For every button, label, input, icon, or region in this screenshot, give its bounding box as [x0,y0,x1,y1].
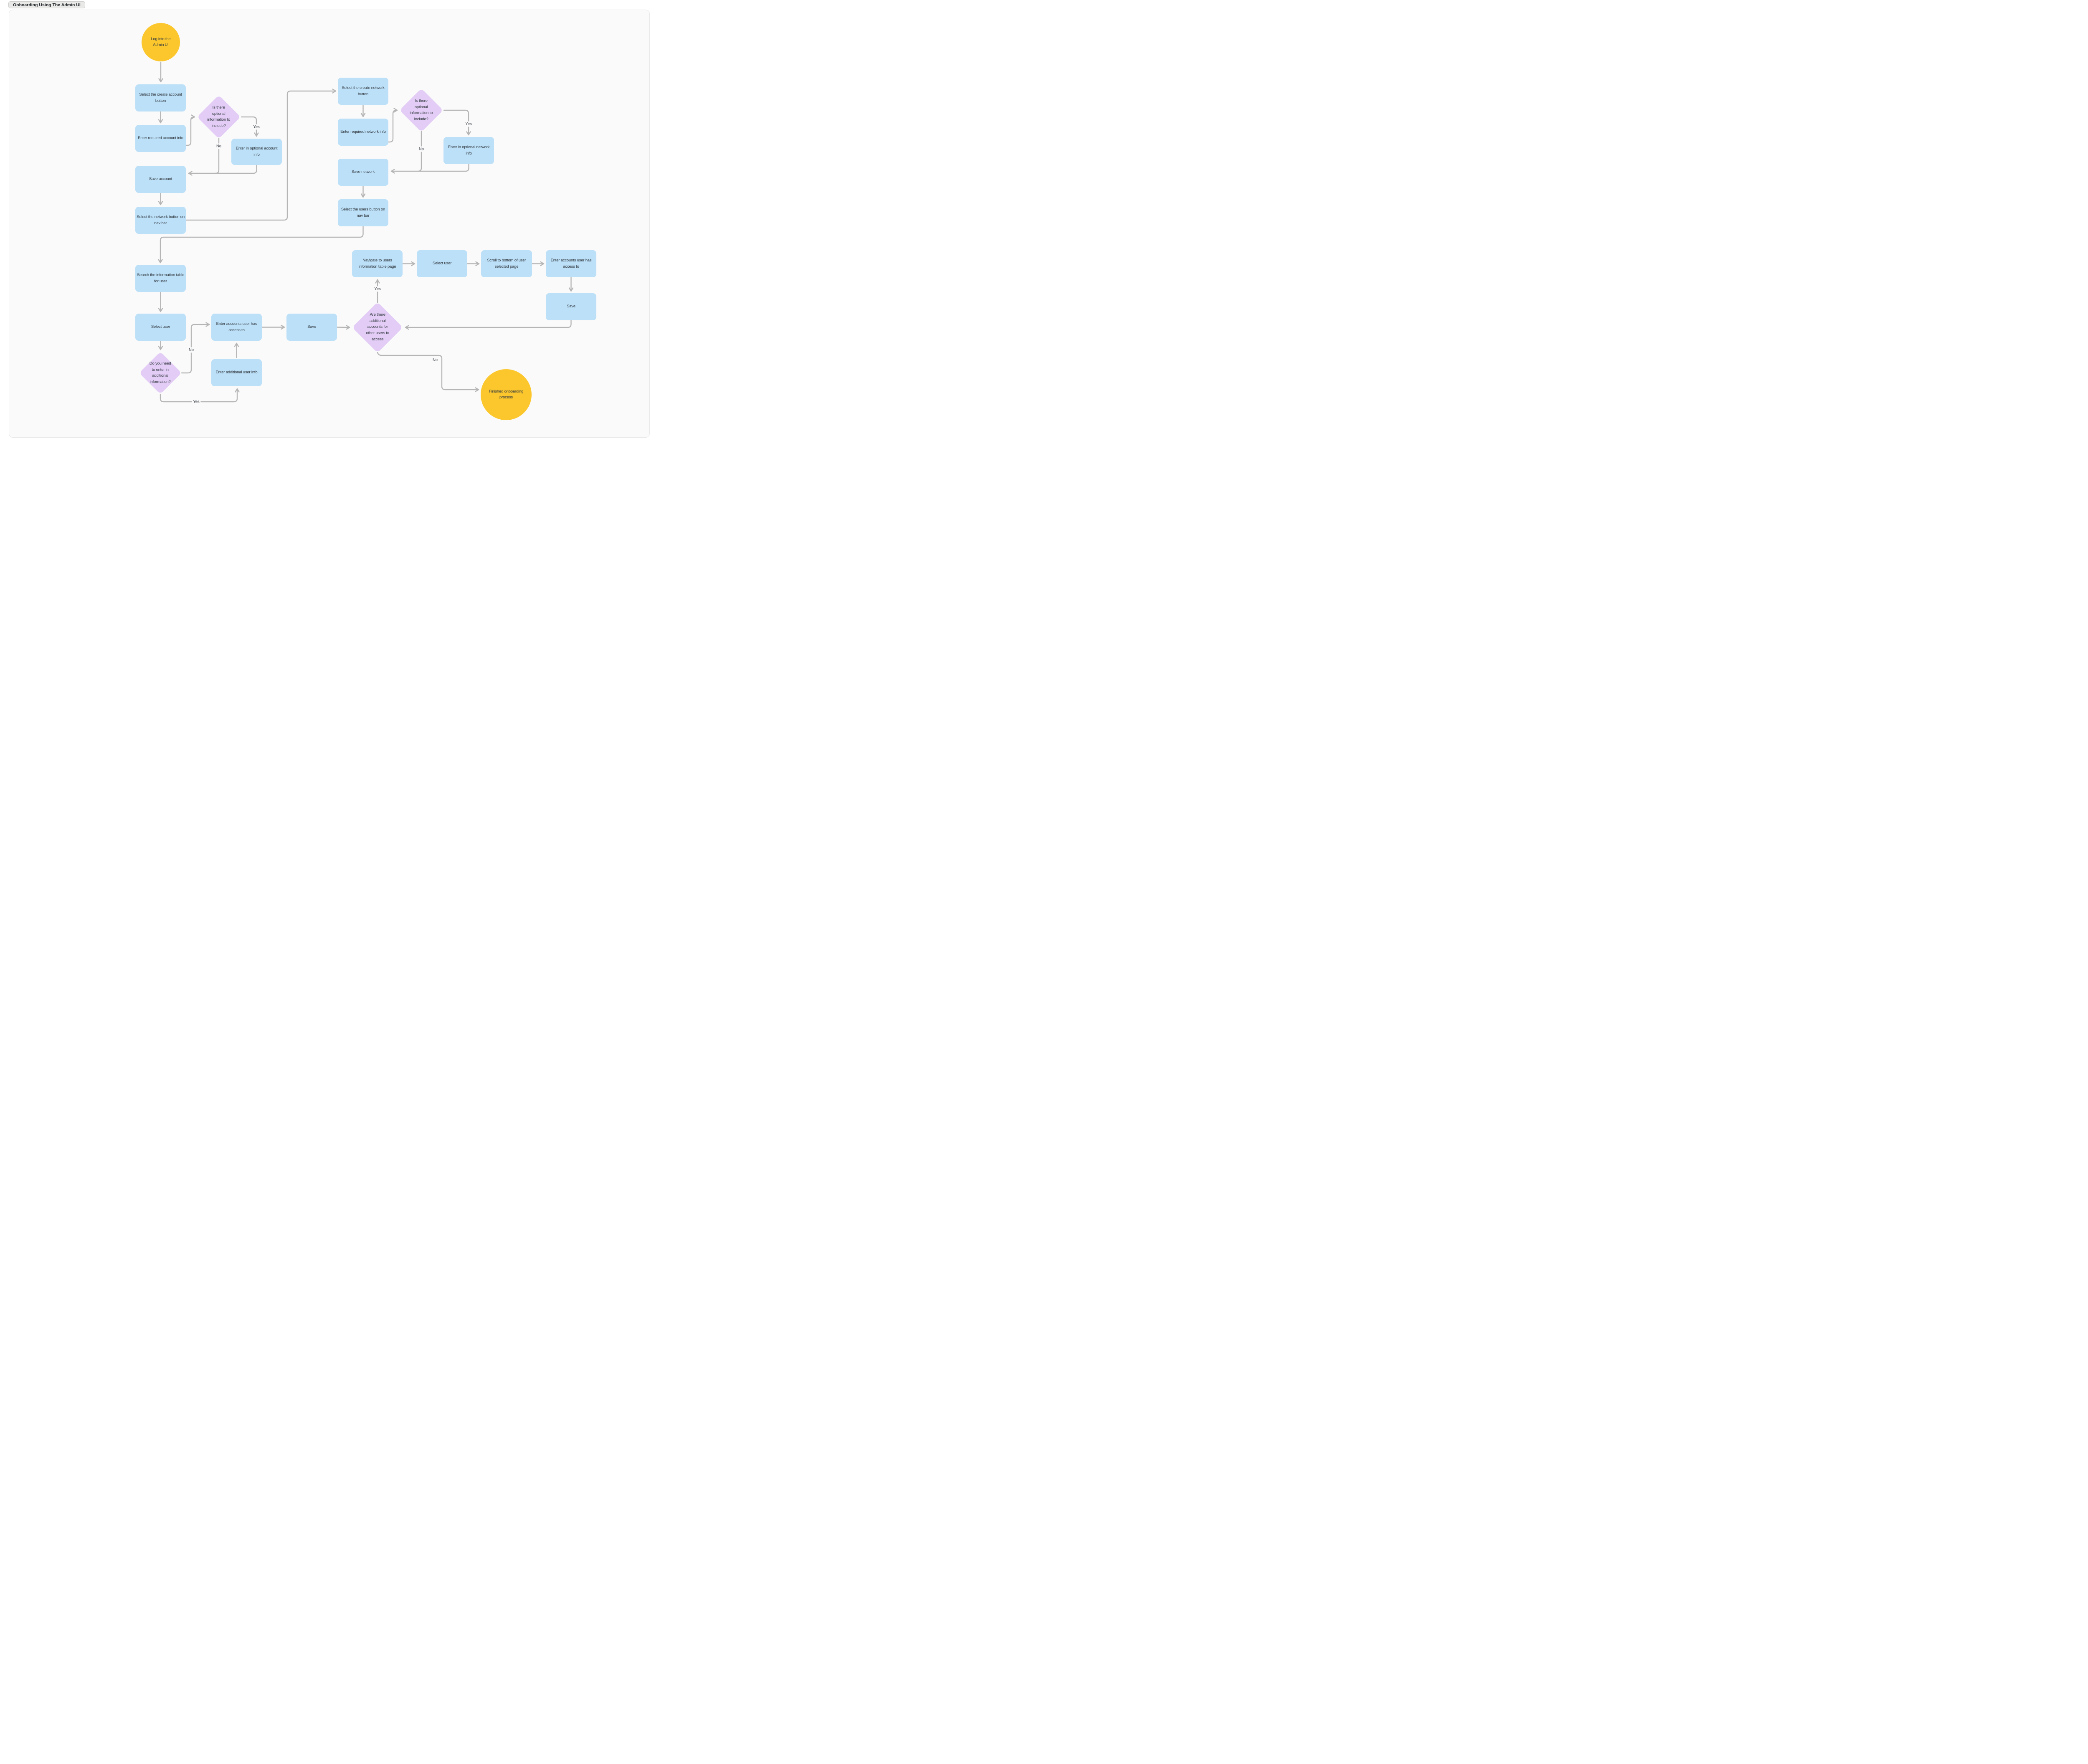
node-select-network-nav-button[interactable]: Select the network button on nav bar [135,207,186,234]
node-enter-additional-user-info[interactable]: Enter additional user info [211,359,262,386]
edge-label-no-additional-accounts[interactable]: No [431,357,439,363]
node-enter-accounts-access-left[interactable]: Enter accounts user has access to [211,314,262,341]
board-title-badge[interactable]: Onboarding Using The Admin UI [8,1,85,8]
node-select-users-nav-button[interactable]: Select the users button on nav bar [338,199,388,226]
edge-label-no-additional-info[interactable]: No [188,347,195,353]
node-select-user-left[interactable]: Select user [135,314,186,341]
diagram-canvas[interactable] [9,10,650,438]
node-save-network[interactable]: Save network [338,159,388,186]
node-scroll-bottom-user-page[interactable]: Scroll to bottom of user selected page [481,250,532,277]
node-end[interactable]: Finished onboarding process [481,369,532,420]
edge-label-yes-additional-accounts[interactable]: Yes [373,286,382,292]
edge-label-no-account[interactable]: No [215,143,223,149]
node-navigate-users-table[interactable]: Navigate to users information table page [352,250,403,277]
node-search-information-table[interactable]: Search the information table for user [135,265,186,292]
flowchart-stage: Onboarding Using The Admin UI [0,0,658,441]
edge-label-no-network[interactable]: No [418,146,425,152]
node-save-right[interactable]: Save [546,293,596,320]
node-enter-required-network-info[interactable]: Enter required network info [338,119,388,146]
node-start[interactable]: Log into the Admin UI [142,23,180,61]
node-save-left[interactable]: Save [286,314,337,341]
node-enter-required-account-info[interactable]: Enter required account info [135,125,186,152]
edge-label-yes-account[interactable]: Yes [252,124,261,130]
node-select-user-right[interactable]: Select user [417,250,467,277]
edge-label-yes-additional-info[interactable]: Yes [192,399,201,405]
node-enter-accounts-access-right[interactable]: Enter accounts user has access to [546,250,596,277]
connector-layer [158,61,574,403]
node-enter-optional-account-info[interactable]: Enter in optional account info [231,139,282,165]
node-save-account[interactable]: Save account [135,166,186,193]
edge-label-yes-network[interactable]: Yes [464,121,473,127]
node-select-create-account[interactable]: Select the create account button [135,84,186,112]
node-select-create-network[interactable]: Select the create network button [338,78,388,105]
node-enter-optional-network-info[interactable]: Enter in optional network info [443,137,494,164]
